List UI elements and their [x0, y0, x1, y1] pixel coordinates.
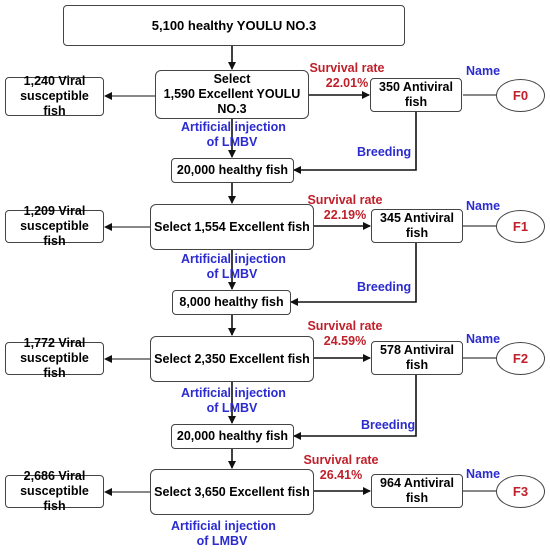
initial-population-text: 5,100 healthy YOULU NO.3	[151, 18, 317, 33]
susceptible-count: 1,209 Viral	[23, 204, 86, 218]
survival-rate-title: Survival rate	[307, 193, 383, 207]
breeding-label-f0: Breeding	[357, 145, 412, 159]
susceptible-label: susceptible fish	[20, 219, 89, 248]
survival-rate-label-f2: Survival rate 24.59%	[307, 319, 383, 349]
generation-f1: F1	[496, 210, 545, 243]
susceptible-label: susceptible fish	[20, 351, 89, 380]
initial-population-box: 5,100 healthy YOULU NO.3	[63, 5, 405, 46]
survival-rate-label-f0: Survival rate 22.01%	[309, 61, 385, 91]
healthy-count: 20,000 healthy fish	[176, 163, 289, 177]
injection-label-f3: Artificial injection of LMBV	[171, 519, 276, 549]
healthy-box-f2: 8,000 healthy fish	[172, 290, 291, 315]
healthy-box-f1: 20,000 healthy fish	[171, 158, 294, 183]
susceptible-count: 1,240 Viral	[23, 74, 86, 88]
injection-line-2: of LMBV	[196, 534, 248, 548]
injection-line-2: of LMBV	[206, 135, 258, 149]
injection-line-2: of LMBV	[206, 267, 258, 281]
antiviral-count: 345 Antiviral	[380, 211, 454, 225]
select-box-f2: Select 2,350 Excellent fish	[150, 336, 314, 382]
injection-line-1: Artificial injection	[181, 386, 286, 400]
select-line-3: NO.3	[217, 102, 247, 116]
injection-line-1: Artificial injection	[171, 519, 276, 533]
survival-rate-title: Survival rate	[303, 453, 379, 467]
injection-label-f2: Artificial injection of LMBV	[181, 386, 286, 416]
antiviral-count: 350 Antiviral	[379, 80, 453, 94]
survival-rate-value: 22.01%	[325, 76, 369, 90]
select-text: Select 3,650 Excellent fish	[154, 484, 310, 499]
susceptible-label: susceptible fish	[20, 484, 89, 513]
select-box-f1: Select 1,554 Excellent fish	[150, 204, 314, 250]
antiviral-label: fish	[405, 226, 429, 240]
survival-rate-value: 26.41%	[319, 468, 363, 482]
injection-label-f0: Artificial injection of LMBV	[181, 120, 286, 150]
breeding-path-f2	[293, 375, 417, 440]
susceptible-count: 2,686 Viral	[23, 469, 86, 483]
generation-f0: F0	[496, 79, 545, 112]
antiviral-count: 964 Antiviral	[380, 476, 454, 490]
breeding-path-f0	[293, 112, 417, 174]
select-line-1: Select	[213, 72, 251, 86]
antiviral-label: fish	[404, 95, 428, 109]
name-label-f0: Name	[466, 64, 501, 78]
select-text: Select 1,554 Excellent fish	[154, 219, 310, 234]
select-line-2: 1,590 Excellent YOULU	[163, 87, 301, 101]
injection-line-1: Artificial injection	[181, 252, 286, 266]
survival-rate-value: 24.59%	[323, 334, 367, 348]
survival-rate-label-f1: Survival rate 22.19%	[307, 193, 383, 223]
healthy-count: 8,000 healthy fish	[179, 295, 284, 309]
name-label-f1: Name	[466, 199, 501, 213]
name-label-f3: Name	[466, 467, 501, 481]
select-text: Select 2,350 Excellent fish	[154, 351, 310, 366]
generation-f2: F2	[496, 342, 545, 375]
survival-rate-title: Survival rate	[307, 319, 383, 333]
name-label-f2: Name	[466, 332, 501, 346]
susceptible-label: susceptible fish	[20, 89, 89, 118]
generation-f3: F3	[496, 475, 545, 508]
survival-rate-label-f3: Survival rate 26.41%	[301, 453, 381, 483]
healthy-count: 20,000 healthy fish	[176, 429, 289, 443]
injection-line-1: Artificial injection	[181, 120, 286, 134]
survival-rate-value: 22.19%	[323, 208, 367, 222]
injection-line-2: of LMBV	[206, 401, 258, 415]
select-box-f3: Select 3,650 Excellent fish	[150, 469, 314, 515]
susceptible-count: 1,772 Viral	[23, 336, 86, 350]
survival-rate-title: Survival rate	[309, 61, 385, 75]
antiviral-count: 578 Antiviral	[380, 343, 454, 357]
breeding-label-f1: Breeding	[357, 280, 412, 294]
breeding-label-f2: Breeding	[361, 418, 416, 432]
healthy-box-f3: 20,000 healthy fish	[171, 424, 294, 449]
antiviral-label: fish	[405, 491, 429, 505]
antiviral-label: fish	[405, 358, 429, 372]
injection-label-f1: Artificial injection of LMBV	[181, 252, 286, 282]
breeding-path-f1	[290, 243, 417, 306]
